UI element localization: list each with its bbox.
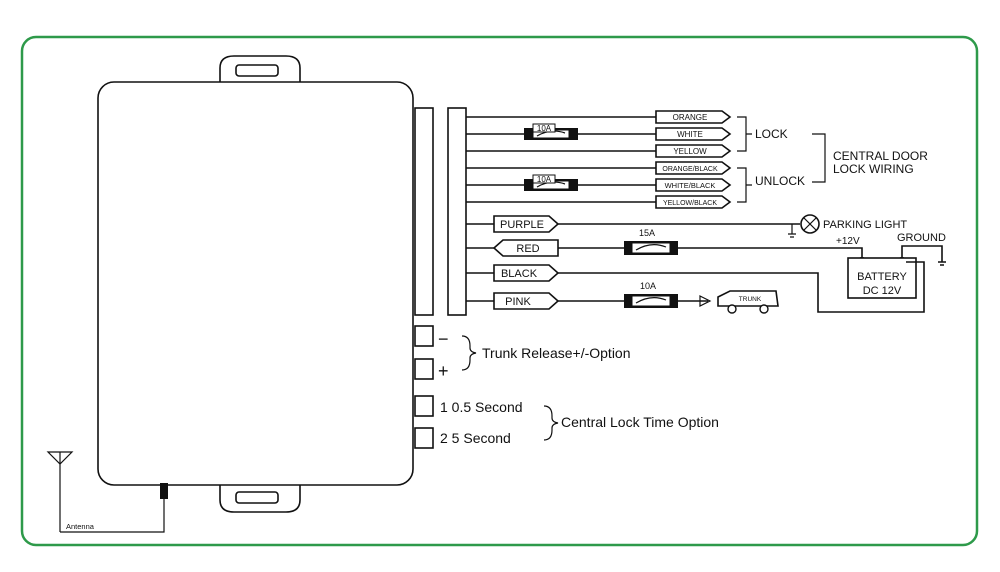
black-wire [558,261,925,313]
control-unit-box [97,81,414,486]
battery-box [847,257,917,299]
fuse-lock: 10A [524,123,578,140]
bottom-mounting-tab [219,483,301,513]
svg-text:10A: 10A [537,175,552,184]
ground-label: GROUND [897,232,946,244]
fuse-red: 15A [624,228,678,255]
wire-tag-pink: PINK [493,292,560,310]
unlock-label: UNLOCK [755,174,805,188]
red-wire [678,247,863,258]
central-door-brace [812,133,826,183]
wire-tag-white: WHITE [655,127,732,141]
svg-text:PURPLE: PURPLE [500,219,544,231]
trunk-release-option-label: Trunk Release+/-Option [482,345,631,361]
trunk-release-icon: TRUNK [717,290,779,314]
svg-text:TRUNK: TRUNK [739,296,762,303]
svg-text:15A: 15A [639,228,655,238]
time-option-jumper-1 [414,395,434,417]
plus12v-label: +12V [836,236,860,247]
svg-text:10A: 10A [537,124,552,133]
time-option-jumper-2 [414,427,434,449]
wire-tag-red: RED [492,239,559,257]
ground-wire [901,245,946,266]
svg-text:BLACK: BLACK [501,268,538,280]
svg-text:10A: 10A [640,281,656,291]
lock-label: LOCK [755,127,788,141]
svg-text:RED: RED [516,243,539,255]
antenna-label: Antenna [66,522,95,531]
svg-text:ORANGE/BLACK: ORANGE/BLACK [662,166,718,173]
wire-tag-orange-black: ORANGE/BLACK [655,161,732,175]
svg-text:YELLOW/BLACK: YELLOW/BLACK [663,200,717,207]
top-mounting-tab [219,55,301,85]
wire-tag-white-black: WHITE/BLACK [655,178,732,192]
svg-text:YELLOW: YELLOW [673,147,707,156]
battery-label: BATTERY [857,271,907,283]
wire-tag-yellow: YELLOW [655,144,732,158]
svg-text:ORANGE: ORANGE [673,113,708,122]
parking-light-label: PARKING LIGHT [823,219,907,231]
central-lock-time-option-label: Central Lock Time Option [561,414,719,430]
trunk-minus-jumper [414,325,434,347]
trunk-plus-sign: + [438,361,449,381]
lock-wires [466,116,656,302]
fuse-unlock: 10A [524,174,578,191]
time-option-brace [543,405,559,441]
unlock-brace [737,167,752,203]
time-option-2-label: 2 5 Second [440,430,511,446]
time-option-1-label: 1 0.5 Second [440,399,523,415]
svg-text:WHITE/BLACK: WHITE/BLACK [665,181,716,190]
parking-light-icon [800,214,820,234]
svg-text:WHITE: WHITE [677,130,703,139]
wire-tag-orange: ORANGE [655,110,732,124]
wire-tag-black: BLACK [493,264,560,282]
trunk-minus-sign: − [438,329,449,349]
lock-brace [737,116,752,152]
battery-voltage-label: DC 12V [863,285,902,297]
central-door-label: CENTRAL DOOR [833,149,928,163]
purple-ground-stub [788,224,796,238]
wire-tag-yellow-black: YELLOW/BLACK [655,195,732,209]
svg-text:PINK: PINK [505,296,531,308]
antenna-connector [160,483,168,499]
trunk-option-brace [461,335,477,371]
lock-wiring-label: LOCK WIRING [833,162,914,176]
fuse-pink: 10A [624,281,678,308]
wire-tag-purple: PURPLE [493,215,560,233]
connector-block-right [447,107,467,316]
connector-block-left [414,107,434,316]
trunk-plus-jumper [414,358,434,380]
antenna-wire [60,499,165,533]
antenna-icon [46,451,74,532]
